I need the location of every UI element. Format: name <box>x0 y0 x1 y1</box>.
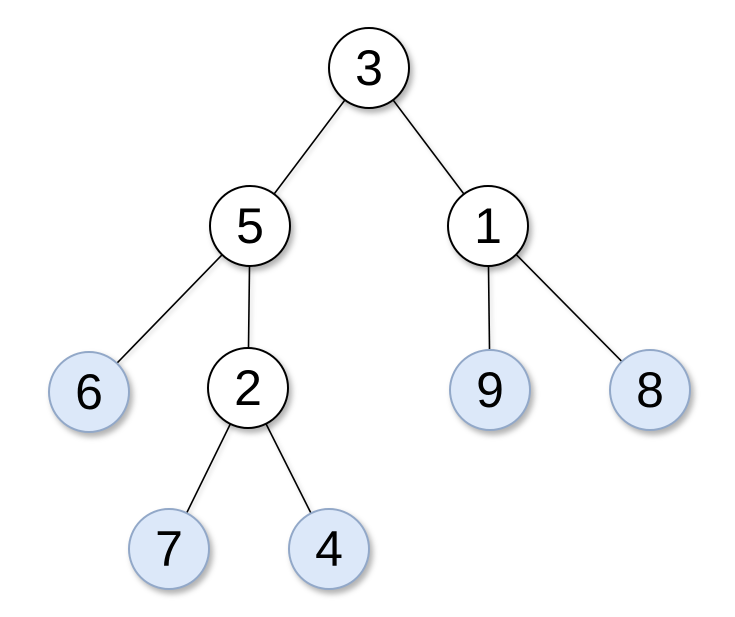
node-circle-3-internal <box>328 27 410 109</box>
node-label-2: 2 <box>234 360 262 416</box>
node-label-3: 3 <box>355 40 383 96</box>
node-label-4: 4 <box>315 521 343 577</box>
tree-node-8: 8 <box>609 349 691 431</box>
tree-node-6: 6 <box>48 351 130 433</box>
node-label-5: 5 <box>236 198 264 254</box>
tree-edges <box>88 67 651 550</box>
node-circle-7-leaf <box>128 508 210 590</box>
tree-node-1: 1 <box>447 185 529 267</box>
node-circle-1-internal <box>447 185 529 267</box>
node-label-7: 7 <box>155 521 183 577</box>
node-label-8: 8 <box>636 362 664 418</box>
node-circle-8-leaf <box>609 349 691 431</box>
tree-node-5: 5 <box>209 185 291 267</box>
tree-node-3: 3 <box>328 27 410 109</box>
node-label-1: 1 <box>474 198 502 254</box>
tree-node-9: 9 <box>449 349 531 431</box>
node-circle-4-leaf <box>288 508 370 590</box>
node-circle-2-internal <box>207 347 289 429</box>
tree-node-2: 2 <box>207 347 289 429</box>
node-circle-6-leaf <box>48 351 130 433</box>
node-circle-9-leaf <box>449 349 531 431</box>
tree-node-7: 7 <box>128 508 210 590</box>
node-label-9: 9 <box>476 362 504 418</box>
tree-node-4: 4 <box>288 508 370 590</box>
node-label-6: 6 <box>75 364 103 420</box>
node-circle-5-internal <box>209 185 291 267</box>
